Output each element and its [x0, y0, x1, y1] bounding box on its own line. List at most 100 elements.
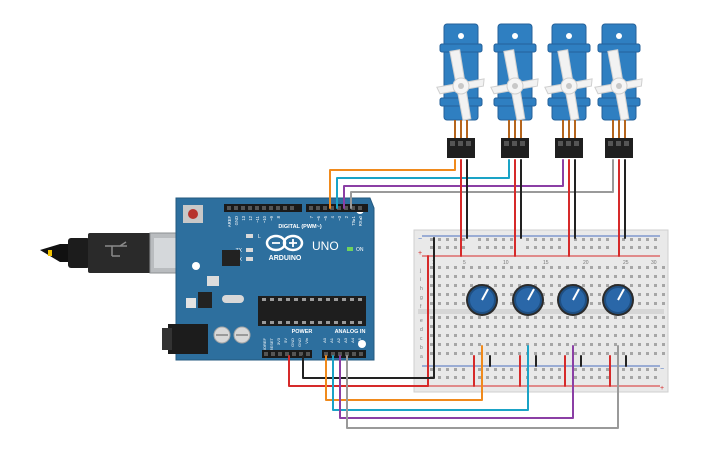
breadboard-hole[interactable] — [646, 266, 649, 269]
breadboard-hole[interactable] — [654, 302, 657, 305]
rail-hole[interactable] — [558, 368, 561, 371]
breadboard-hole[interactable] — [606, 316, 609, 319]
breadboard-hole[interactable] — [614, 316, 617, 319]
breadboard-hole[interactable] — [590, 325, 593, 328]
breadboard-hole[interactable] — [574, 352, 577, 355]
rail-hole[interactable] — [598, 238, 601, 241]
breadboard-hole[interactable] — [558, 266, 561, 269]
rail-hole[interactable] — [590, 238, 593, 241]
breadboard-hole[interactable] — [454, 293, 457, 296]
breadboard-hole[interactable] — [582, 334, 585, 337]
breadboard-hole[interactable] — [510, 293, 513, 296]
breadboard-hole[interactable] — [550, 275, 553, 278]
breadboard-hole[interactable] — [550, 293, 553, 296]
breadboard-hole[interactable] — [606, 334, 609, 337]
rail-hole[interactable] — [630, 376, 633, 379]
breadboard-hole[interactable] — [510, 325, 513, 328]
breadboard-hole[interactable] — [550, 325, 553, 328]
analog-header[interactable] — [322, 350, 366, 358]
breadboard-hole[interactable] — [534, 284, 537, 287]
breadboard-hole[interactable] — [550, 302, 553, 305]
breadboard-hole[interactable] — [438, 302, 441, 305]
breadboard-hole[interactable] — [622, 343, 625, 346]
breadboard-hole[interactable] — [494, 343, 497, 346]
breadboard-hole[interactable] — [606, 325, 609, 328]
breadboard-hole[interactable] — [542, 352, 545, 355]
breadboard-hole[interactable] — [494, 316, 497, 319]
breadboard-hole[interactable] — [590, 293, 593, 296]
breadboard-hole[interactable] — [430, 352, 433, 355]
breadboard-hole[interactable] — [590, 343, 593, 346]
breadboard-hole[interactable] — [598, 343, 601, 346]
servo-4[interactable] — [594, 23, 643, 158]
breadboard-hole[interactable] — [510, 316, 513, 319]
breadboard-hole[interactable] — [446, 343, 449, 346]
rail-hole[interactable] — [526, 246, 529, 249]
breadboard-hole[interactable] — [430, 343, 433, 346]
breadboard-hole[interactable] — [582, 343, 585, 346]
breadboard-hole[interactable] — [494, 325, 497, 328]
breadboard-hole[interactable] — [446, 302, 449, 305]
rail-hole[interactable] — [542, 246, 545, 249]
breadboard-hole[interactable] — [630, 334, 633, 337]
wire-pot-2-wiper-a1[interactable] — [332, 345, 529, 411]
rail-hole[interactable] — [590, 368, 593, 371]
breadboard-hole[interactable] — [606, 284, 609, 287]
breadboard-hole[interactable] — [462, 325, 465, 328]
breadboard-hole[interactable] — [502, 325, 505, 328]
breadboard-hole[interactable] — [654, 352, 657, 355]
rail-hole[interactable] — [550, 368, 553, 371]
breadboard-hole[interactable] — [654, 284, 657, 287]
breadboard-hole[interactable] — [622, 266, 625, 269]
breadboard-hole[interactable] — [534, 275, 537, 278]
breadboard-hole[interactable] — [662, 325, 665, 328]
rail-hole[interactable] — [638, 238, 641, 241]
rail-hole[interactable] — [654, 238, 657, 241]
breadboard-hole[interactable] — [542, 284, 545, 287]
breadboard-hole[interactable] — [606, 266, 609, 269]
breadboard-hole[interactable] — [462, 352, 465, 355]
breadboard-hole[interactable] — [638, 266, 641, 269]
rail-hole[interactable] — [638, 376, 641, 379]
rail-hole[interactable] — [574, 246, 577, 249]
rail-hole[interactable] — [478, 376, 481, 379]
rail-hole[interactable] — [438, 376, 441, 379]
breadboard-hole[interactable] — [574, 343, 577, 346]
rail-hole[interactable] — [462, 376, 465, 379]
rail-hole[interactable] — [510, 376, 513, 379]
breadboard-hole[interactable] — [550, 266, 553, 269]
breadboard-hole[interactable] — [470, 284, 473, 287]
wire-pot-1-wiper-a0[interactable] — [325, 345, 483, 401]
breadboard-hole[interactable] — [662, 275, 665, 278]
breadboard-hole[interactable] — [638, 352, 641, 355]
breadboard-hole[interactable] — [590, 275, 593, 278]
breadboard-hole[interactable] — [518, 352, 521, 355]
breadboard-hole[interactable] — [518, 284, 521, 287]
breadboard-hole[interactable] — [590, 266, 593, 269]
breadboard-hole[interactable] — [446, 316, 449, 319]
rail-hole[interactable] — [598, 246, 601, 249]
breadboard-hole[interactable] — [502, 284, 505, 287]
breadboard-hole[interactable] — [470, 325, 473, 328]
breadboard-hole[interactable] — [590, 302, 593, 305]
rail-hole[interactable] — [646, 376, 649, 379]
rail-hole[interactable] — [486, 376, 489, 379]
breadboard-hole[interactable] — [510, 302, 513, 305]
breadboard-hole[interactable] — [486, 352, 489, 355]
breadboard-hole[interactable] — [526, 334, 529, 337]
rail-hole[interactable] — [550, 376, 553, 379]
breadboard-hole[interactable] — [438, 325, 441, 328]
breadboard-hole[interactable] — [454, 352, 457, 355]
breadboard-hole[interactable] — [582, 325, 585, 328]
servo-1[interactable] — [436, 23, 485, 158]
breadboard-hole[interactable] — [478, 343, 481, 346]
breadboard-hole[interactable] — [446, 334, 449, 337]
breadboard-hole[interactable] — [558, 334, 561, 337]
breadboard-hole[interactable] — [614, 334, 617, 337]
wire-signal-servo-3[interactable] — [343, 159, 564, 209]
servo-2[interactable] — [490, 23, 539, 158]
breadboard-hole[interactable] — [446, 275, 449, 278]
breadboard-hole[interactable] — [478, 275, 481, 278]
breadboard-hole[interactable] — [566, 316, 569, 319]
rail-hole[interactable] — [454, 246, 457, 249]
